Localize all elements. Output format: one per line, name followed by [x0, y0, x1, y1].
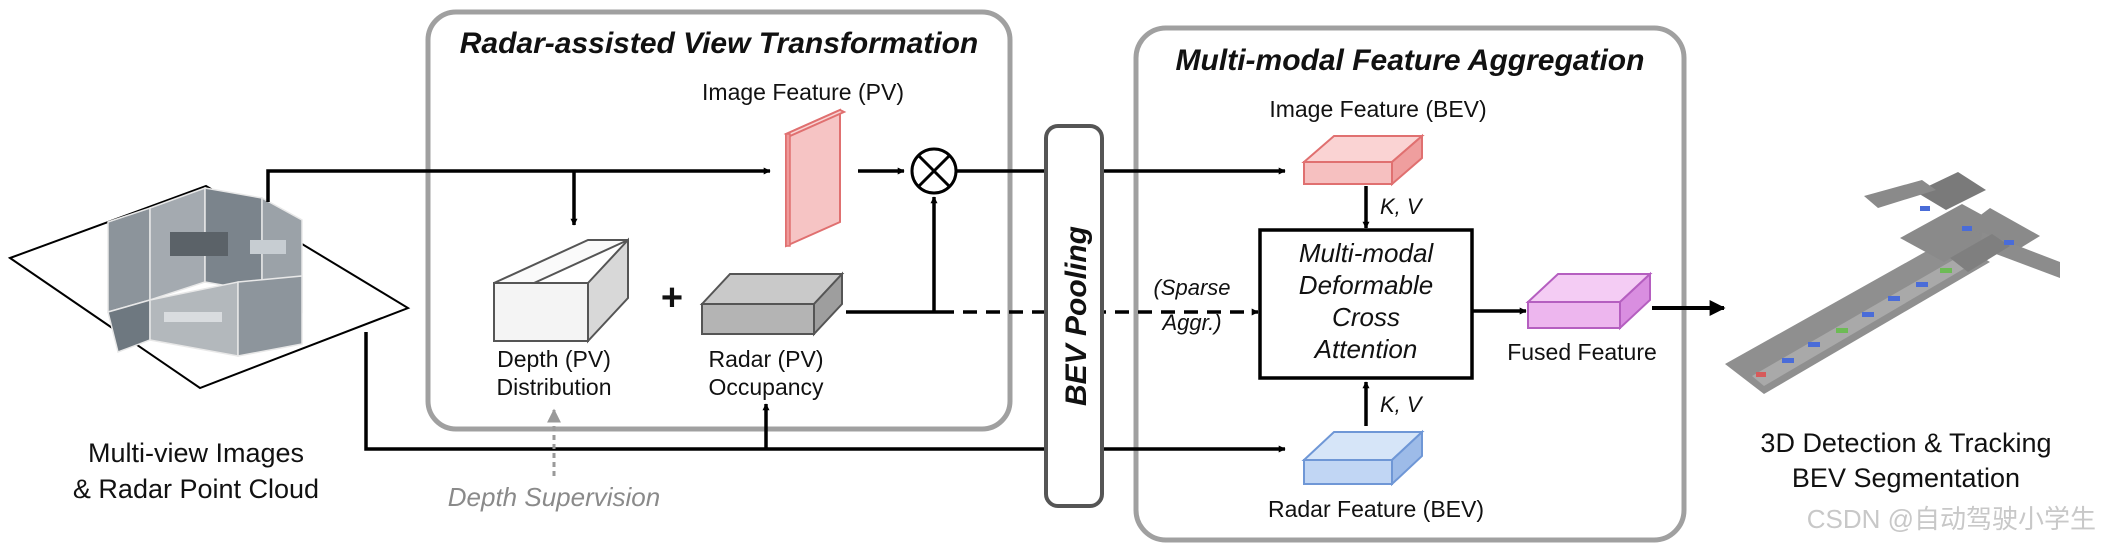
image-feature-pv-block: [783, 108, 847, 248]
sparse-aggr-line2: Aggr.): [1160, 310, 1221, 335]
multiply-icon: [910, 147, 958, 195]
bev-output-map-icon: [1725, 172, 2060, 394]
radar-label-line2: Occupancy: [708, 374, 824, 400]
image-feature-pv-label: Image Feature (PV): [702, 79, 904, 105]
mfa-title: Multi-modal Feature Aggregation: [1176, 44, 1645, 77]
mfa-section-box: [1133, 25, 1687, 543]
depth-pv-distribution-cube: [493, 237, 629, 344]
depth-supervision-label: Depth Supervision: [448, 482, 660, 512]
image-feature-bev-label: Image Feature (BEV): [1269, 96, 1486, 122]
output-label-line1: 3D Detection & Tracking: [1760, 428, 2051, 458]
rvt-title: Radar-assisted View Transformation: [460, 27, 979, 60]
attention-line4: Attention: [1313, 334, 1418, 364]
fused-feature-block: [1525, 271, 1653, 331]
radar-feature-bev-block: [1301, 429, 1425, 487]
output-label-line2: BEV Segmentation: [1792, 463, 2020, 493]
input-camera-ring-icon: [7, 184, 411, 390]
radar-label-line1: Radar (PV): [708, 346, 823, 372]
deformable-cross-attention-box: [1258, 228, 1474, 380]
radar-pv-occupancy-block: [699, 271, 845, 337]
radar-feature-bev-label: Radar Feature (BEV): [1268, 496, 1484, 522]
sparse-aggr-line1: (Sparse: [1153, 275, 1230, 300]
attention-line3: Cross: [1332, 302, 1400, 332]
attention-line2: Deformable: [1299, 270, 1433, 300]
kv-bottom-label: K, V: [1380, 392, 1424, 417]
radar-path-line: [364, 332, 1286, 453]
bev-pooling-bar: [1044, 124, 1104, 508]
plus-symbol: +: [661, 277, 683, 319]
image-path-line: [266, 167, 771, 202]
image-feature-bev-block: [1301, 133, 1425, 187]
attention-line1: Multi-modal: [1299, 238, 1435, 268]
input-label-line1: Multi-view Images: [88, 438, 304, 468]
rvt-section-box: [425, 9, 1013, 432]
depth-label-line1: Depth (PV): [497, 346, 611, 372]
depth-label-line2: Distribution: [496, 374, 611, 400]
fused-feature-label: Fused Feature: [1507, 339, 1657, 365]
input-label-line2: & Radar Point Cloud: [73, 474, 319, 504]
kv-top-label: K, V: [1380, 194, 1424, 219]
watermark-text: CSDN @自动驾驶小学生: [1807, 504, 2096, 534]
bev-pooling-label: BEV Pooling: [1060, 226, 1093, 406]
